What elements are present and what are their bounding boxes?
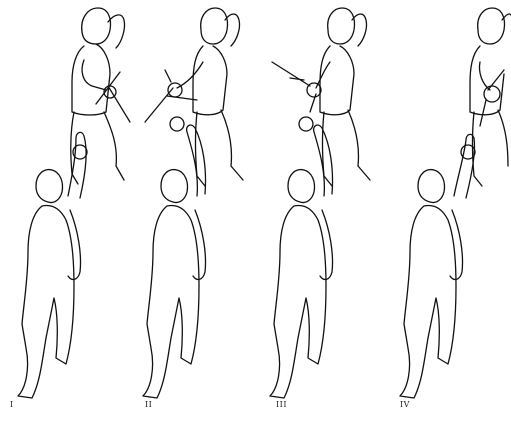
far-fencer-guard <box>168 83 182 97</box>
panel-4: IV <box>384 0 511 422</box>
far-fencer-torso <box>470 46 504 115</box>
near-fencer-body <box>18 206 74 398</box>
fencers-drawing-4 <box>384 0 511 400</box>
near-fencer-guard <box>170 117 184 131</box>
far-fencer-arm <box>177 62 203 88</box>
far-fencer-head <box>82 8 111 44</box>
far-fencer-torso <box>193 46 227 115</box>
panel-number: IV <box>400 400 410 409</box>
near-fencer-body <box>400 206 456 398</box>
far-fencer-arm <box>82 60 106 90</box>
far-fencer-blade <box>145 70 197 122</box>
panel-number: II <box>145 400 152 409</box>
near-fencer-arm <box>454 134 475 198</box>
near-fencer-guard <box>299 117 313 131</box>
fencers-drawing-3 <box>254 0 394 400</box>
near-fencer-head <box>36 170 63 203</box>
fencers-drawing-2 <box>127 0 267 400</box>
far-fencer-legs <box>473 110 509 186</box>
far-fencer-back-arm <box>108 15 125 48</box>
near-fencer-head <box>161 170 188 203</box>
far-fencer-legs <box>71 112 124 184</box>
panel-3: III <box>254 0 381 422</box>
far-fencer-torso <box>72 44 110 115</box>
far-fencer-arm <box>479 62 490 90</box>
far-fencer-head <box>201 8 228 44</box>
fencers-drawing-1 <box>0 0 140 400</box>
panel-number: I <box>10 400 14 409</box>
far-fencer-blade <box>272 62 316 112</box>
near-fencer-body <box>143 206 199 398</box>
far-fencer-torso <box>320 46 354 115</box>
panel-number: III <box>276 400 287 409</box>
panel-1: I <box>0 0 127 422</box>
far-fencer-head <box>478 8 505 44</box>
near-fencer-head <box>288 170 315 203</box>
near-fencer-head <box>418 170 445 203</box>
far-fencer-head <box>328 8 355 44</box>
near-fencer-body <box>270 206 326 398</box>
panel-2: II <box>127 0 254 422</box>
